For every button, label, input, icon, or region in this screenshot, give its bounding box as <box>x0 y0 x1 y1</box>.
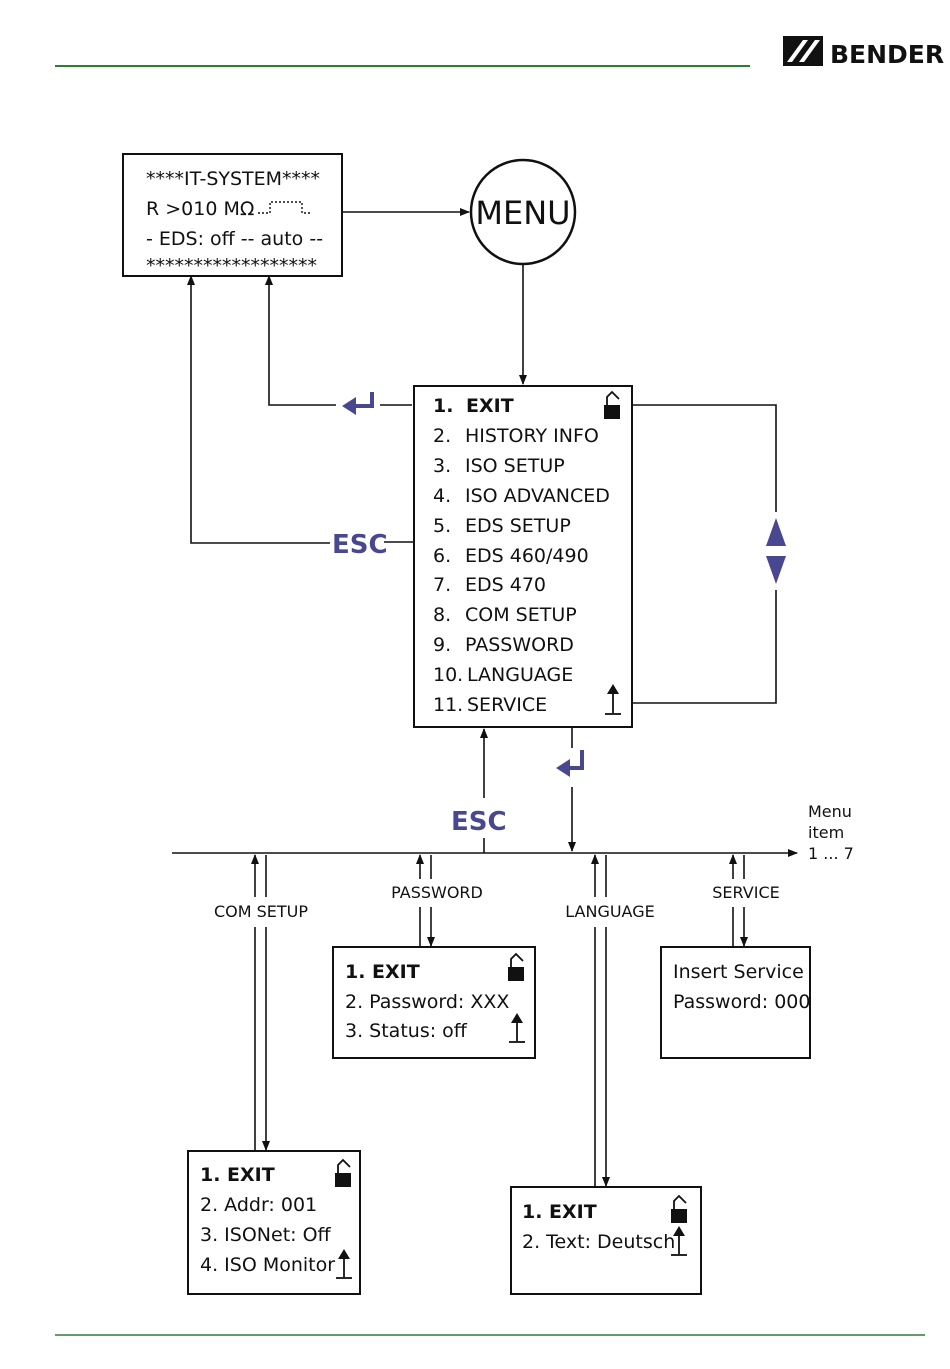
service-label: SERVICE <box>712 883 779 902</box>
main-menu-item-1-num: 1. <box>433 395 453 417</box>
com-setup-menu-exit[interactable]: 1. EXIT <box>200 1164 275 1186</box>
status-screen <box>122 153 343 277</box>
status-line-1: ****IT-SYSTEM**** <box>146 168 320 190</box>
main-menu-item-eds-460-490[interactable]: EDS 460/490 <box>465 545 589 567</box>
menu-item-note-1: Menu <box>808 802 852 821</box>
language-label-bg <box>555 897 665 927</box>
service-line-2[interactable]: Password: 000 <box>673 991 810 1013</box>
lock-open-icon <box>508 952 524 981</box>
arrow-down-icon <box>766 556 786 584</box>
main-menu-item-8-num: 8. <box>433 604 451 626</box>
pulse-signal-icon <box>258 201 312 214</box>
bender-logo: BENDER <box>783 36 944 69</box>
main-menu-item-7-num: 7. <box>433 574 451 596</box>
com-setup-menu-isonet[interactable]: 3. ISONet: Off <box>200 1224 332 1246</box>
scroll-loop-bottom <box>632 590 777 704</box>
esc-label-main: ESC <box>332 530 388 560</box>
password-menu-exit[interactable]: 1. EXIT <box>345 961 420 983</box>
main-menu-item-language[interactable]: LANGUAGE <box>467 664 573 686</box>
main-menu-item-4-num: 4. <box>433 485 451 507</box>
main-menu-item-9-num: 9. <box>433 634 451 656</box>
com-setup-menu-iso-monitor[interactable]: 4. ISO Monitor <box>200 1254 335 1276</box>
service-line-1: Insert Service <box>673 961 804 983</box>
language-menu-box <box>510 1186 702 1295</box>
language-menu-exit[interactable]: 1. EXIT <box>522 1201 597 1223</box>
password-menu-status[interactable]: 3. Status: off <box>345 1020 468 1042</box>
enter-icon <box>342 392 374 415</box>
service-label-bg <box>705 879 789 907</box>
password-menu-box <box>332 946 536 1059</box>
status-line-2: R >010 MΩ <box>146 198 254 220</box>
arrow-up-icon <box>766 518 786 546</box>
menu-button-label: MENU <box>475 194 570 232</box>
main-menu-item-11-num: 11. <box>433 694 463 716</box>
main-menu-item-iso-setup[interactable]: ISO SETUP <box>465 455 565 477</box>
main-menu-item-password[interactable]: PASSWORD <box>465 634 574 656</box>
main-menu-item-service[interactable]: SERVICE <box>467 694 547 716</box>
com-setup-label-bg <box>205 897 315 927</box>
com-setup-label: COM SETUP <box>214 902 308 921</box>
lock-open-icon <box>671 1194 687 1223</box>
scroll-up-icon <box>605 684 621 715</box>
main-menu-item-3-num: 3. <box>433 455 451 477</box>
main-menu-list: 1. EXIT 2. HISTORY INFO 3. ISO SETUP 4. … <box>433 395 610 716</box>
scroll-up-icon <box>336 1249 352 1279</box>
main-menu-item-exit[interactable]: EXIT <box>466 395 514 417</box>
bender-logo-icon <box>783 36 823 66</box>
service-box <box>660 946 811 1059</box>
main-menu-item-2-num: 2. <box>433 425 451 447</box>
enter-icon <box>556 750 584 777</box>
scroll-up-icon <box>509 1013 525 1043</box>
lock-open-icon <box>604 390 620 419</box>
main-menu-item-history-info[interactable]: HISTORY INFO <box>465 425 599 447</box>
com-setup-menu-box <box>187 1150 361 1295</box>
exit-return-line <box>265 275 336 406</box>
status-line-4: ****************** <box>146 255 317 277</box>
main-menu-item-eds-setup[interactable]: EDS SETUP <box>465 515 571 537</box>
brand-name: BENDER <box>830 40 944 69</box>
password-label-bg <box>383 879 491 907</box>
com-setup-menu-addr[interactable]: 2. Addr: 001 <box>200 1194 317 1216</box>
lock-open-icon <box>335 1158 351 1187</box>
scroll-up-icon <box>671 1226 687 1256</box>
main-menu-item-6-num: 6. <box>433 545 451 567</box>
language-label: LANGUAGE <box>565 902 654 921</box>
language-menu-text[interactable]: 2. Text: Deutsch <box>522 1231 675 1253</box>
esc-label-bus: ESC <box>451 807 507 837</box>
password-menu-password[interactable]: 2. Password: XXX <box>345 991 509 1013</box>
main-menu-box <box>413 385 633 728</box>
menu-item-note-2: item <box>808 823 844 842</box>
main-menu-item-eds-470[interactable]: EDS 470 <box>465 574 546 596</box>
menu-item-note-3: 1 ... 7 <box>808 844 854 863</box>
status-line-3: - EDS: off -- auto -- <box>146 228 323 250</box>
password-label: PASSWORD <box>391 883 483 902</box>
main-menu-item-5-num: 5. <box>433 515 451 537</box>
main-menu-item-iso-advanced[interactable]: ISO ADVANCED <box>465 485 610 507</box>
main-menu-item-com-setup[interactable]: COM SETUP <box>465 604 577 626</box>
main-menu-item-10-num: 10. <box>433 664 463 686</box>
esc-return-line <box>187 275 330 544</box>
scroll-loop-top <box>632 404 777 512</box>
